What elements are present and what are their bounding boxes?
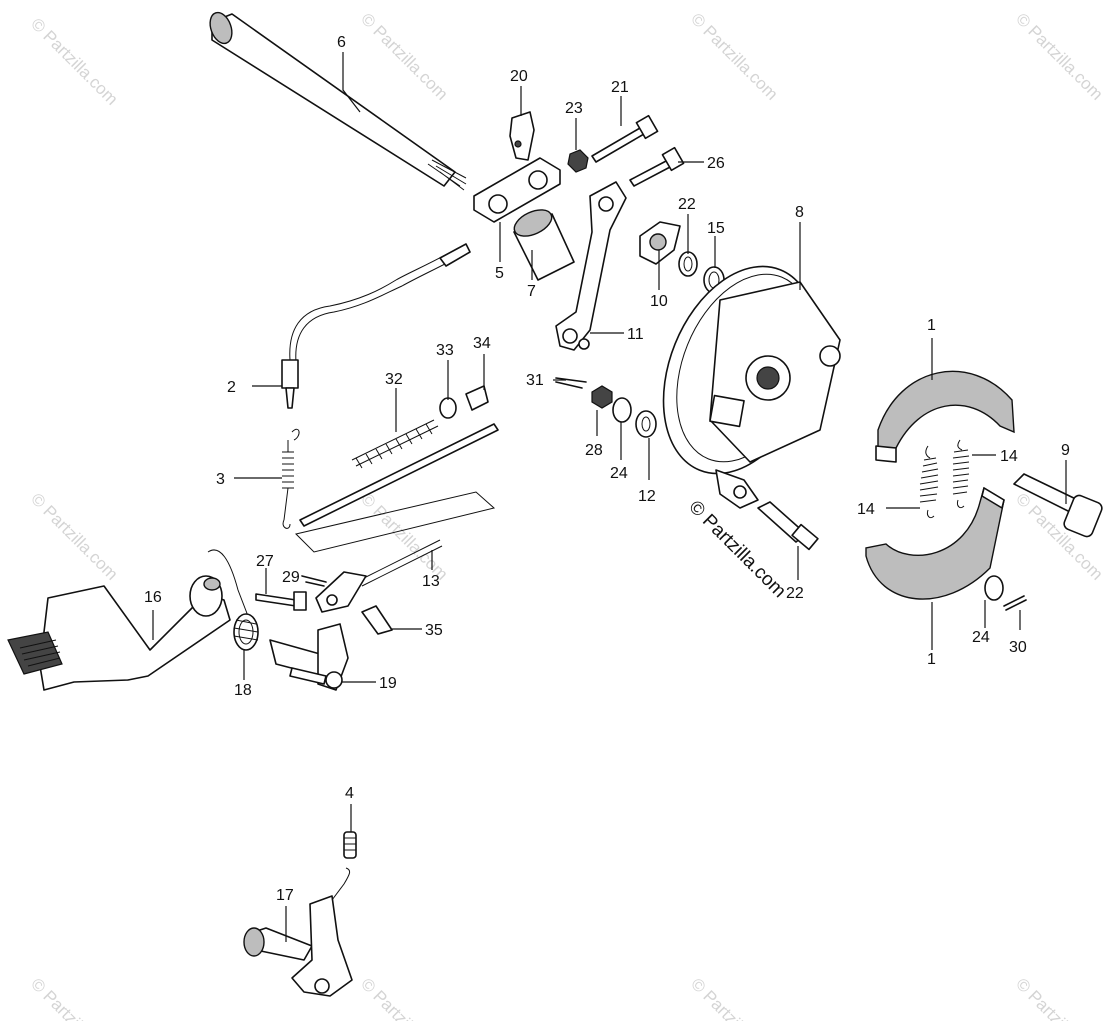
part-washer-12 <box>635 410 657 438</box>
part-bolt-21 <box>591 114 659 163</box>
label-part-24: 24 <box>610 465 628 482</box>
label-part-19: 19 <box>379 675 397 692</box>
part-rod-shadow <box>295 491 496 553</box>
part-brake-arm <box>555 181 627 351</box>
label-part-22-lower: 22 <box>786 585 804 602</box>
part-spring-18 <box>233 613 259 651</box>
label-part-31: 31 <box>526 372 544 389</box>
part-spring-14a <box>919 445 939 519</box>
label-part-5: 5 <box>495 265 504 282</box>
part-brake-panel <box>662 265 841 509</box>
part-axle <box>209 11 467 191</box>
part-pin-35 <box>361 605 393 635</box>
label-part-33: 33 <box>436 342 454 359</box>
part-spring-14b <box>952 439 970 509</box>
part-nut-34 <box>465 385 489 411</box>
part-number-labels: 6 20 23 21 26 22 15 8 5 7 10 11 2 3 32 3… <box>144 34 1070 904</box>
watermark: © Partzilla.com <box>27 974 121 1021</box>
part-rod-end <box>315 539 443 613</box>
label-part-1-top: 1 <box>927 317 936 334</box>
label-part-14-right: 14 <box>1000 448 1018 465</box>
part-pin-29 <box>301 575 327 587</box>
part-washer-24 <box>612 397 632 423</box>
label-part-14-left: 14 <box>857 501 875 518</box>
part-spring-3 <box>282 428 300 529</box>
label-part-28: 28 <box>585 442 603 459</box>
part-brake-rod <box>299 423 499 527</box>
part-pivot-shaft <box>269 623 349 691</box>
label-part-10: 10 <box>650 293 668 310</box>
label-part-34: 34 <box>473 335 491 352</box>
label-part-11: 11 <box>627 326 644 343</box>
watermark: © Partzilla.com <box>357 489 451 583</box>
part-washer-22 <box>678 251 698 277</box>
part-washer-24b <box>984 575 1004 601</box>
part-nut-28 <box>591 385 613 409</box>
part-anchor-pin <box>757 501 819 551</box>
label-part-4: 4 <box>345 785 354 802</box>
label-part-18: 18 <box>234 682 252 699</box>
part-brake-shoe-lower <box>865 486 1005 600</box>
part-brake-pedal <box>7 549 249 691</box>
part-bolt-26 <box>629 146 685 187</box>
label-part-12: 12 <box>638 488 656 505</box>
part-brake-cam <box>1013 473 1103 538</box>
part-stopper <box>509 111 535 161</box>
label-part-35: 35 <box>425 622 443 639</box>
label-part-29: 29 <box>282 569 300 586</box>
label-part-24-right: 24 <box>972 629 990 646</box>
watermark: © Partzilla.com <box>357 974 451 1021</box>
part-joint-33 <box>439 397 457 419</box>
watermark: © Partzilla.com <box>357 9 451 103</box>
label-part-20: 20 <box>510 68 528 85</box>
label-part-23: 23 <box>565 100 583 117</box>
part-lever-17 <box>243 867 353 997</box>
label-part-17: 17 <box>276 887 294 904</box>
label-part-26: 26 <box>707 155 725 172</box>
part-spring-4 <box>343 831 357 859</box>
label-part-7: 7 <box>527 283 536 300</box>
background-watermarks: © Partzilla.com © Partzilla.com © Partzi… <box>27 9 1106 1021</box>
watermark: © Partzilla.com <box>687 9 781 103</box>
leader-lines <box>152 52 1067 942</box>
label-part-3: 3 <box>216 471 225 488</box>
watermark: © Partzilla.com <box>687 974 781 1021</box>
part-cotter-pin-31 <box>555 377 587 389</box>
watermark: © Partzilla.com <box>27 14 121 108</box>
watermark: © Partzilla.com <box>27 489 121 583</box>
part-cotter-pin-30 <box>1003 595 1027 611</box>
label-part-13: 13 <box>422 573 440 590</box>
part-brake-shoe-upper <box>875 370 1015 463</box>
label-part-15: 15 <box>707 220 725 237</box>
label-part-32: 32 <box>385 371 403 388</box>
label-part-21: 21 <box>611 79 629 96</box>
label-part-2: 2 <box>227 379 236 396</box>
part-indicator-plate <box>639 221 681 265</box>
part-stop-switch <box>281 243 471 409</box>
watermark: © Partzilla.com <box>1012 974 1106 1021</box>
part-bolt-27 <box>255 593 297 607</box>
label-part-9: 9 <box>1061 442 1070 459</box>
label-part-16: 16 <box>144 589 162 606</box>
part-bracket <box>473 157 561 223</box>
label-part-8: 8 <box>795 204 804 221</box>
part-collar <box>513 209 575 281</box>
label-part-30: 30 <box>1009 639 1027 656</box>
label-part-22: 22 <box>678 196 696 213</box>
watermark: © Partzilla.com <box>1012 9 1106 103</box>
label-part-1-bottom: 1 <box>927 651 936 668</box>
label-part-27: 27 <box>256 553 274 570</box>
label-part-6: 6 <box>337 34 346 51</box>
part-nut-23 <box>567 149 589 173</box>
part-spring-32 <box>351 419 439 469</box>
